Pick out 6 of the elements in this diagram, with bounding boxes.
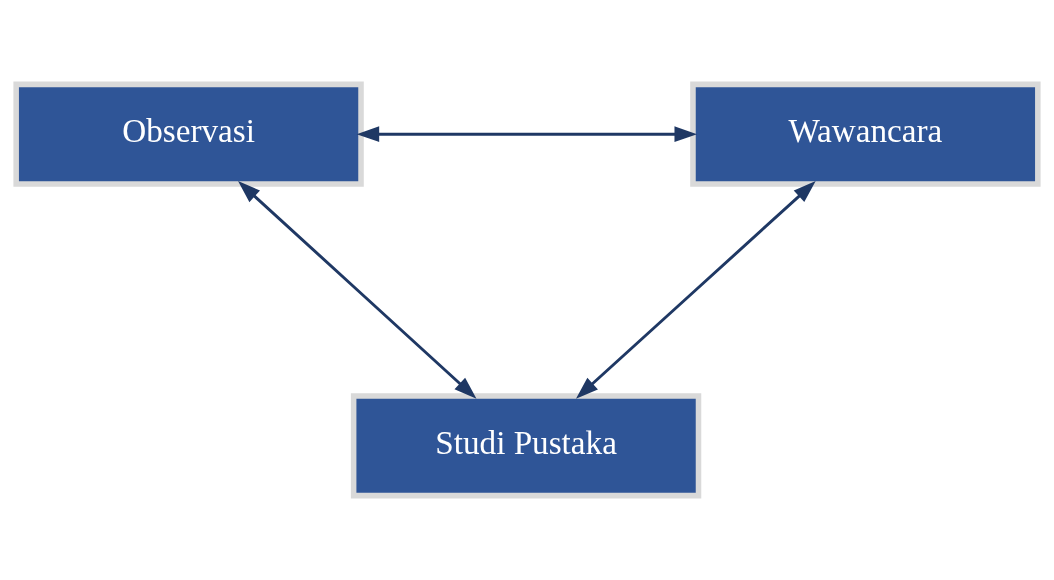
- arrow: [356, 126, 697, 143]
- node-box: Observasi: [13, 81, 364, 187]
- node-box: Studi Pustaka: [350, 393, 702, 499]
- arrow: [575, 181, 816, 399]
- arrow: [238, 181, 477, 399]
- node-box: Wawancara: [690, 81, 1041, 187]
